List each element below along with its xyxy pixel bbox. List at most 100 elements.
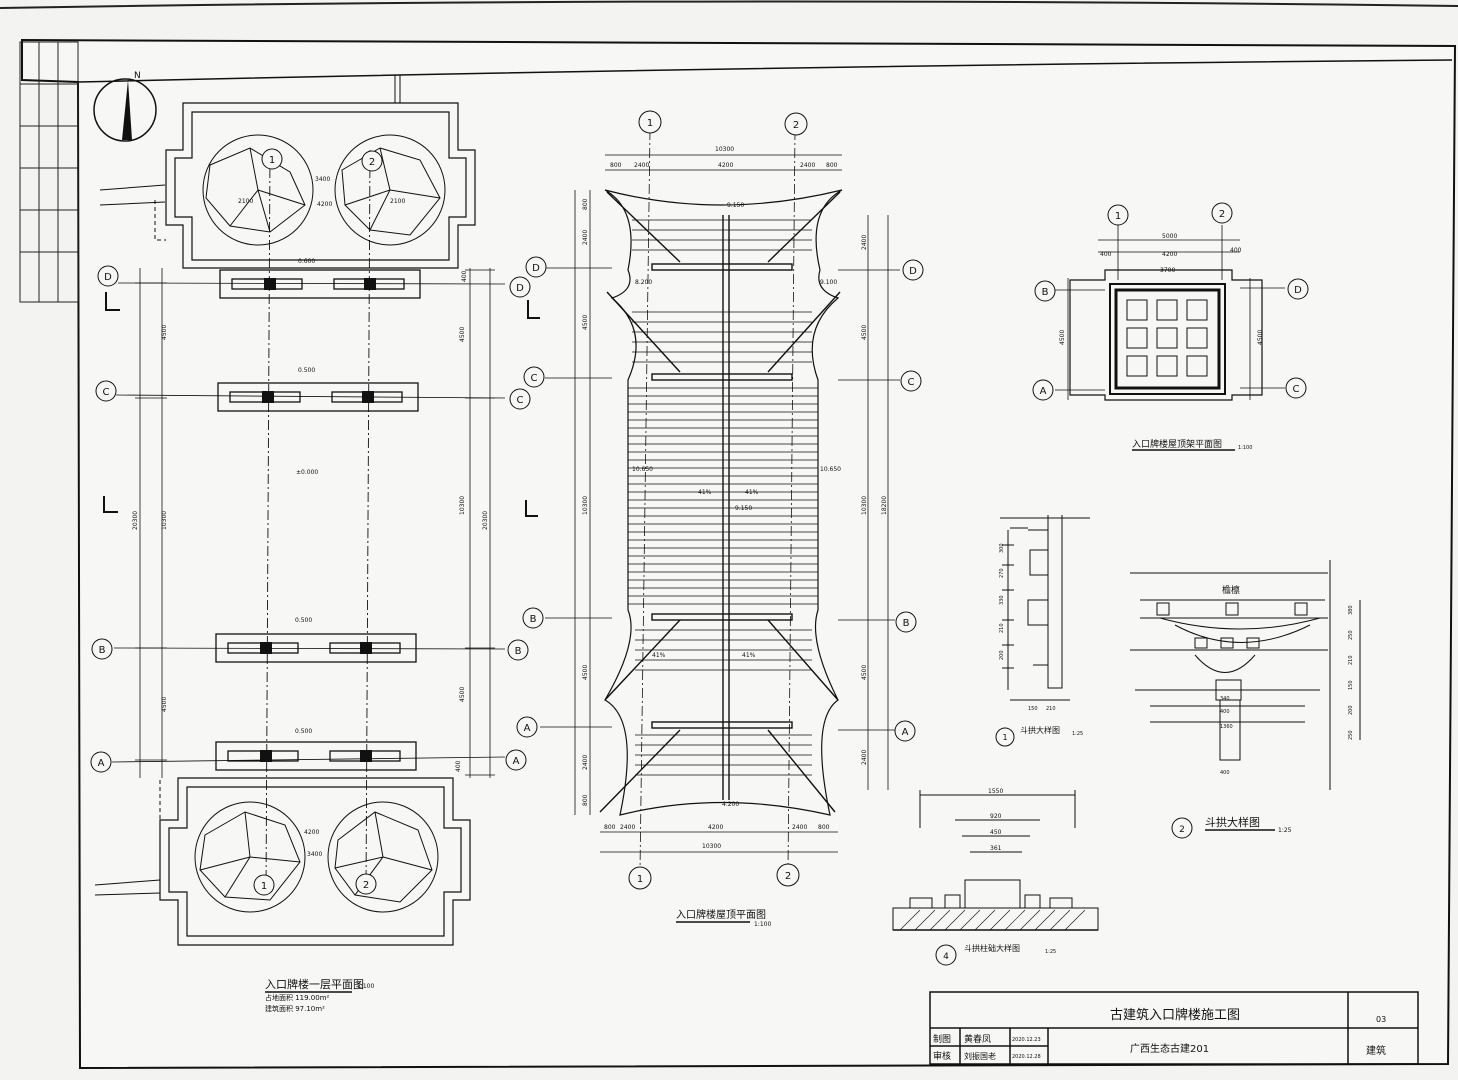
plan1-dim: 20300 xyxy=(482,511,489,530)
frame-dim: 4500 xyxy=(1257,330,1264,345)
roof-plan-scale: 1:100 xyxy=(754,921,771,928)
roof-elev: 9.100 xyxy=(820,279,837,286)
roof-dim: 4200 xyxy=(718,162,733,169)
titleblock-date1: 2020.12.23 xyxy=(1012,1037,1041,1043)
roof-elev: 9.150 xyxy=(735,505,752,512)
roof-dim: 800 xyxy=(826,162,838,169)
frame-axis-B: B xyxy=(1042,287,1049,298)
roof-slope: 41% xyxy=(698,489,712,496)
plan1-note-area2: 建筑面积 97.10m² xyxy=(265,1004,325,1013)
titleblock-discipline: 建筑 xyxy=(1366,1044,1386,1057)
detail1-num: 1 xyxy=(1002,733,1007,742)
detail1-dim: 210 xyxy=(999,623,1005,633)
axis-1-top: 1 xyxy=(269,155,275,166)
plan1-dim: 4200 xyxy=(304,829,319,836)
frame-dim: 400 xyxy=(1230,247,1242,254)
detail2-title: 斗拱大样图 xyxy=(1205,815,1260,829)
plan1-scale: 1:100 xyxy=(357,983,374,990)
roof-ridges xyxy=(599,191,841,813)
detail4-dim: 450 xyxy=(990,829,1002,836)
detail2-dim: 210 xyxy=(1348,655,1354,665)
titleblock-project: 古建筑入口牌楼施工图 xyxy=(1110,1007,1240,1023)
detail2-dim: 400 xyxy=(1220,709,1230,715)
detail1-dim: 270 xyxy=(999,568,1005,578)
detail2-scale: 1:25 xyxy=(1278,827,1292,834)
plan1-elev: 0.600 xyxy=(298,258,315,265)
frame-dim: 4200 xyxy=(1162,251,1177,258)
roof-dim: 4200 xyxy=(708,824,723,831)
detail2-dim: 250 xyxy=(1348,730,1354,740)
roof-dim: 10300 xyxy=(715,146,734,153)
roof-axis-B-left: B xyxy=(530,614,537,625)
roof-dim: 800 xyxy=(610,162,622,169)
detail1-scale: 1:25 xyxy=(1072,731,1083,737)
roof-dim: 2400 xyxy=(792,824,807,831)
frame-axis-D: D xyxy=(1294,285,1302,296)
roof-dim: 800 xyxy=(604,824,616,831)
plan1-elev: 0.500 xyxy=(298,367,315,374)
titleblock-name1: 黄春凤 xyxy=(964,1033,991,1045)
detail4-dim: 361 xyxy=(990,845,1002,852)
detail2-dim: 200 xyxy=(1348,705,1354,715)
detail1-dim: 200 xyxy=(999,650,1005,660)
roof-axis-1-top: 1 xyxy=(647,118,653,129)
roof-elev: 8.200 xyxy=(635,279,652,286)
detail2-dim: 1360 xyxy=(1220,724,1233,730)
roof-dim: 2400 xyxy=(582,755,589,770)
detail1-title: 斗拱大样图 xyxy=(1020,725,1060,735)
roof-dim: 4500 xyxy=(861,665,868,680)
detail2-label: 檐檩 xyxy=(1222,584,1240,596)
plan1-dim: 4500 xyxy=(161,697,168,712)
roof-axis-B-right: B xyxy=(903,618,910,629)
roof-dim: 2400 xyxy=(861,750,868,765)
roof-axis-C-right: C xyxy=(908,377,915,388)
titleblock-name2: 刘振国老 xyxy=(964,1051,996,1061)
plan1-dim: 400 xyxy=(461,270,468,282)
roof-dim: 10300 xyxy=(582,496,589,515)
frame-axis-1: 1 xyxy=(1115,211,1121,222)
roof-slope: 41% xyxy=(742,652,756,659)
detail-2 xyxy=(1130,560,1361,839)
roof-dim: 800 xyxy=(582,794,589,806)
axis-2-top: 2 xyxy=(369,157,375,168)
plan1-title: 入口牌楼一层平面图 xyxy=(265,977,364,991)
roof-frame-plan xyxy=(1055,225,1285,401)
titleblock-role2: 审核 xyxy=(933,1050,951,1062)
plan1-dim: 10300 xyxy=(459,496,466,515)
axis-A-left: A xyxy=(98,758,105,769)
detail2-dim: 400 xyxy=(1220,770,1230,776)
plan1-dim: 4500 xyxy=(459,687,466,702)
roof-dim: 800 xyxy=(582,198,589,210)
ground-floor-plan xyxy=(94,75,506,946)
titleblock-unit: 广西生态古建201 xyxy=(1130,1042,1209,1055)
roof-axis-D-left: D xyxy=(532,263,540,274)
plan1-dim: 4500 xyxy=(459,327,466,342)
axis-D-left: D xyxy=(104,272,112,283)
axis-2-bottom: 2 xyxy=(363,880,369,891)
detail2-dim: 340 xyxy=(1220,696,1230,702)
plan1-dim: 400 xyxy=(455,760,462,772)
frame-plan-axis-bubbles xyxy=(1032,202,1309,401)
titleblock-role1: 制图 xyxy=(933,1033,951,1045)
roof-slope: 41% xyxy=(745,489,759,496)
drawing-frame xyxy=(21,38,1457,1070)
binding-grid xyxy=(19,41,79,303)
axis-C-right: C xyxy=(517,395,524,406)
titleblock-date2: 2020.12.28 xyxy=(1012,1054,1041,1060)
roof-elev: 4.200 xyxy=(722,801,739,808)
roof-elev: 9.150 xyxy=(727,202,744,209)
plan1-dim: 3400 xyxy=(307,851,322,858)
roof-dim: 18200 xyxy=(881,496,888,515)
plan1-caption: 入口牌楼一层平面图 1:100 占地面积 119.00m² 建筑面积 97.10… xyxy=(265,977,374,1013)
north-arrow: N xyxy=(93,71,157,142)
detail2-num: 2 xyxy=(1179,825,1185,835)
axis-B-right: B xyxy=(515,646,522,657)
plan1-dimensions xyxy=(135,268,495,778)
axis-1-bottom: 1 xyxy=(261,881,267,892)
detail2-dim: 380 xyxy=(1348,605,1354,615)
frame-axis-2: 2 xyxy=(1219,209,1225,220)
roof-elev: 10.650 xyxy=(632,466,653,473)
titleblock-sheet-no: 03 xyxy=(1376,1015,1386,1024)
roof-dim: 10300 xyxy=(861,496,868,515)
roof-axis-2-bottom: 2 xyxy=(785,871,791,882)
